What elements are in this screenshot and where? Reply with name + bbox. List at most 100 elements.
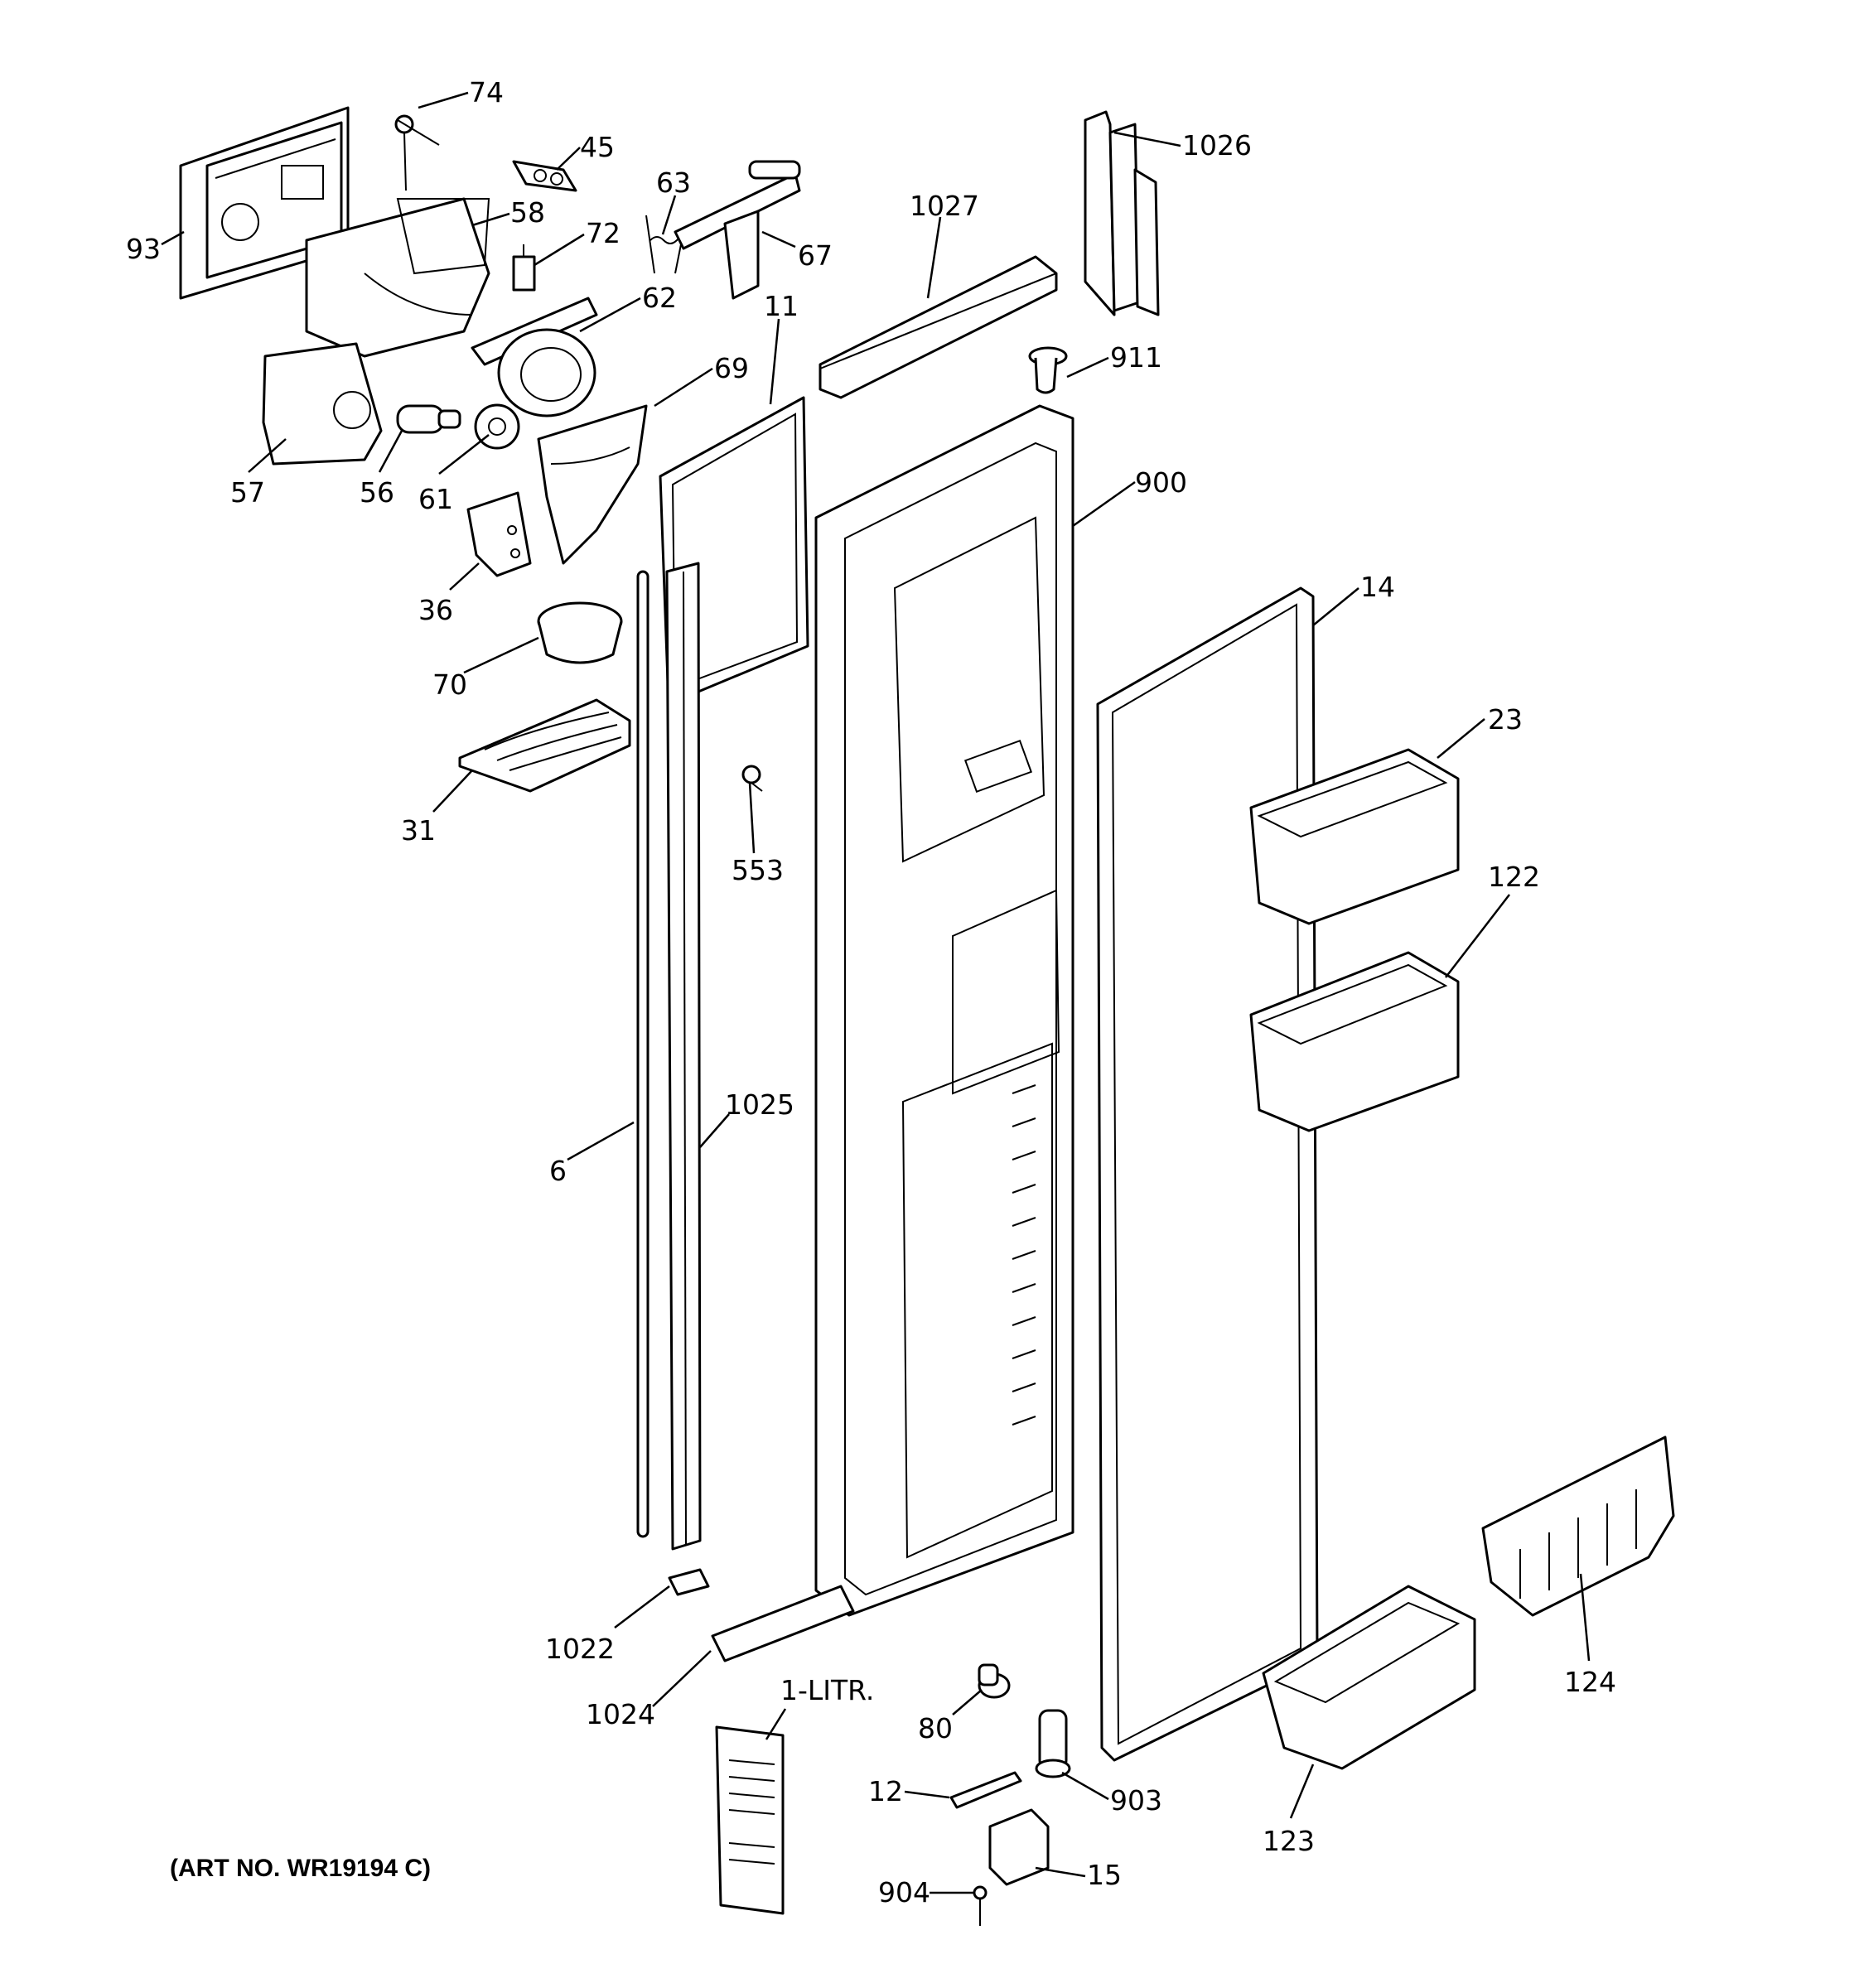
- leader-553: [748, 782, 756, 854]
- leader-31: [432, 770, 473, 813]
- callout-122: 122: [1488, 861, 1540, 893]
- leader-57: [248, 438, 287, 473]
- part-69-funnel: [537, 404, 648, 565]
- leader-93: [161, 230, 185, 246]
- leader-1024: [652, 1650, 712, 1707]
- leader-63: [661, 195, 677, 235]
- leader-62: [579, 297, 641, 333]
- callout-67: 67: [798, 239, 833, 272]
- callout-124: 124: [1564, 1666, 1616, 1698]
- part-72-switch: [512, 244, 536, 292]
- part-15-hinge: [988, 1808, 1050, 1886]
- callout-56: 56: [360, 476, 394, 509]
- callout-11: 11: [764, 290, 799, 322]
- callout-31: 31: [401, 814, 436, 847]
- callout-123: 123: [1263, 1825, 1315, 1857]
- leader-1022: [614, 1585, 670, 1629]
- leader-1-litr: [765, 1708, 787, 1740]
- callout-1027: 1027: [910, 190, 979, 222]
- part-23-door-bin: [1249, 748, 1460, 925]
- part-12-shim: [949, 1771, 1022, 1809]
- part-36-bracket: [466, 491, 532, 577]
- leader-6: [567, 1121, 635, 1161]
- leader-23: [1437, 718, 1485, 759]
- callout-553: 553: [732, 854, 784, 886]
- callout-62: 62: [642, 282, 677, 314]
- part-1026-trim-pieces: [1084, 110, 1160, 316]
- part-67-lever: [674, 160, 801, 300]
- part-911-bushing: [1028, 346, 1068, 394]
- leader-56: [378, 430, 403, 473]
- part-1-litr-literature: [715, 1725, 785, 1915]
- leader-45: [556, 147, 581, 171]
- callout-23: 23: [1488, 703, 1523, 736]
- leader-124: [1579, 1573, 1591, 1662]
- callout-904: 904: [878, 1876, 930, 1908]
- part-31-drip-tray: [458, 698, 631, 793]
- callout-1026: 1026: [1182, 129, 1252, 162]
- leader-903: [1061, 1771, 1109, 1801]
- callout-70: 70: [432, 668, 467, 701]
- callout-57: 57: [230, 476, 265, 509]
- leader-69: [654, 367, 713, 408]
- part-124-wire-shelf: [1481, 1436, 1675, 1617]
- leader-80: [952, 1689, 983, 1715]
- callout-6: 6: [549, 1155, 567, 1187]
- part-58-housing: [305, 197, 490, 358]
- leader-58: [471, 212, 510, 227]
- part-45-bracket: [512, 160, 577, 192]
- part-70-chute-door: [537, 601, 623, 664]
- leader-67: [761, 230, 796, 248]
- part-904-screw: [973, 1885, 988, 1926]
- part-62-chute-ring: [471, 297, 598, 417]
- leader-12: [904, 1790, 950, 1799]
- leader-70: [463, 636, 539, 674]
- part-14-gasket: [1096, 586, 1319, 1762]
- leader-1027: [926, 216, 942, 299]
- part-56-shaft: [396, 404, 461, 434]
- callout-72: 72: [586, 217, 621, 249]
- callout-58: 58: [510, 196, 545, 229]
- part-553-screw: [741, 765, 763, 792]
- callout-14: 14: [1360, 571, 1395, 603]
- leader-123: [1289, 1764, 1315, 1819]
- leader-61: [438, 434, 490, 475]
- part-80-bushing: [978, 1663, 1011, 1699]
- part-123-bottom-bin: [1262, 1585, 1476, 1770]
- callout-80: 80: [918, 1712, 953, 1744]
- callout-1024: 1024: [586, 1698, 655, 1730]
- leader-11: [769, 318, 780, 405]
- callout-63: 63: [656, 166, 691, 199]
- leader-14: [1312, 587, 1359, 626]
- leader-122: [1445, 894, 1510, 978]
- part-900-door: [814, 404, 1074, 1617]
- callout-1025: 1025: [725, 1088, 794, 1121]
- leader-74: [418, 91, 469, 109]
- callout-903: 903: [1110, 1784, 1162, 1817]
- part-903-hinge-pin: [1035, 1709, 1071, 1778]
- leader-911: [1066, 356, 1109, 379]
- callout-1-litr: 1-LITR.: [780, 1674, 874, 1706]
- leader-1025: [699, 1113, 730, 1148]
- callout-900: 900: [1135, 466, 1187, 499]
- part-61-gear: [474, 403, 520, 450]
- callout-1022: 1022: [545, 1633, 615, 1665]
- leader-36: [449, 562, 480, 591]
- part-6-tube: [636, 570, 650, 1538]
- part-57-motor-housing: [262, 342, 383, 466]
- callout-12: 12: [868, 1775, 903, 1807]
- leader-900: [1072, 480, 1136, 528]
- leader-15: [1035, 1866, 1086, 1878]
- part-1024-plate: [711, 1585, 855, 1662]
- leader-lines: [161, 91, 1591, 1894]
- leader-72: [534, 233, 585, 267]
- callout-911: 911: [1110, 341, 1162, 374]
- callout-69: 69: [714, 352, 749, 384]
- callout-74: 74: [469, 76, 504, 109]
- part-1027-top-cap: [819, 255, 1058, 399]
- part-74-spring: [394, 114, 440, 191]
- callout-labels: 74 45 93 58 63 72 67 62 1027 1026 11 69 …: [126, 76, 1616, 1908]
- art-number: (ART NO. WR19194 C): [170, 1855, 431, 1882]
- leader-1026: [1113, 131, 1181, 147]
